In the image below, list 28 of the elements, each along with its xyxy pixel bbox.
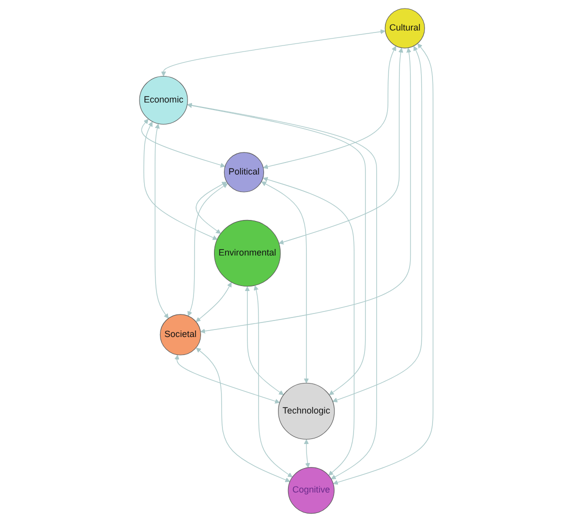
node-circle: Technologic	[278, 382, 335, 440]
arrow	[304, 439, 310, 468]
arrow	[332, 46, 422, 402]
arrow	[161, 29, 386, 76]
arrow	[245, 286, 284, 396]
arrow	[263, 177, 355, 476]
arrow	[262, 182, 310, 384]
arrow	[144, 122, 218, 240]
arrow	[154, 124, 169, 319]
arrow	[200, 48, 412, 334]
arrow	[196, 182, 227, 234]
node-circle: Cognitive	[288, 467, 335, 514]
arrow	[263, 46, 396, 170]
arrow	[187, 103, 366, 396]
node-circle: Societal	[160, 314, 202, 356]
arrow	[187, 102, 378, 480]
arrow	[188, 183, 228, 316]
node-circle: Cultural	[385, 8, 426, 48]
arrow	[196, 348, 290, 482]
node-circle: Environmental	[214, 220, 281, 287]
arrow	[196, 282, 232, 322]
node-circle: Economic	[139, 76, 188, 125]
arrow	[278, 48, 404, 244]
arrow	[174, 354, 280, 404]
arrow	[254, 285, 293, 478]
arrow	[333, 43, 434, 485]
node-circle: Political	[224, 152, 264, 192]
arrow	[142, 118, 226, 168]
